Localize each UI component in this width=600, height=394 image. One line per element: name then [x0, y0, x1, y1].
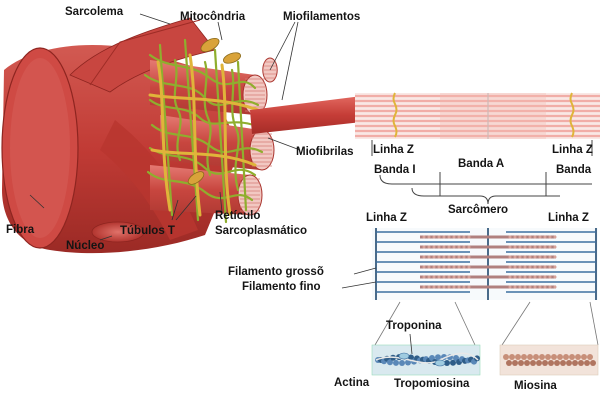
label-banda-a: Banda A	[458, 158, 504, 171]
label-filamento-grosso: Filamento grossõ	[228, 266, 324, 279]
label-banda-i-right: Banda	[556, 164, 591, 177]
label-filamento-fino: Filamento fino	[242, 281, 321, 294]
label-actina: Actina	[334, 377, 369, 390]
filament-panel	[372, 228, 598, 300]
label-linha-z-right: Linha Z	[552, 144, 593, 157]
label-tubulos-t: Túbulos T	[120, 225, 175, 238]
label-tropomiosina: Tropomiosina	[394, 378, 469, 391]
label-sarcolema: Sarcolema	[65, 6, 123, 19]
label-sarcomero: Sarcômero	[448, 204, 508, 217]
label-banda-i-left: Banda I	[374, 164, 416, 177]
label-mitocondria: Mitocôndria	[180, 11, 245, 24]
label-sarcoplasmatico: Sarcoplasmático	[215, 225, 307, 238]
myosin-inset	[500, 345, 598, 375]
label-troponina: Troponina	[386, 320, 442, 333]
label-miosina: Miosina	[514, 380, 557, 393]
label-miofibrilas: Miofibrilas	[296, 146, 354, 159]
label-reticulo: Retículo	[215, 210, 260, 223]
actin-inset	[372, 345, 480, 375]
label-linha-z-lower-left: Linha Z	[366, 212, 407, 225]
label-fibra: Fibra	[6, 224, 34, 237]
label-linha-z-left: Linha Z	[373, 144, 414, 157]
label-miofilamentos: Miofilamentos	[283, 11, 360, 24]
label-linha-z-lower-right: Linha Z	[548, 212, 589, 225]
myofibril-rod	[250, 93, 600, 139]
label-nucleo: Núcleo	[66, 240, 104, 253]
